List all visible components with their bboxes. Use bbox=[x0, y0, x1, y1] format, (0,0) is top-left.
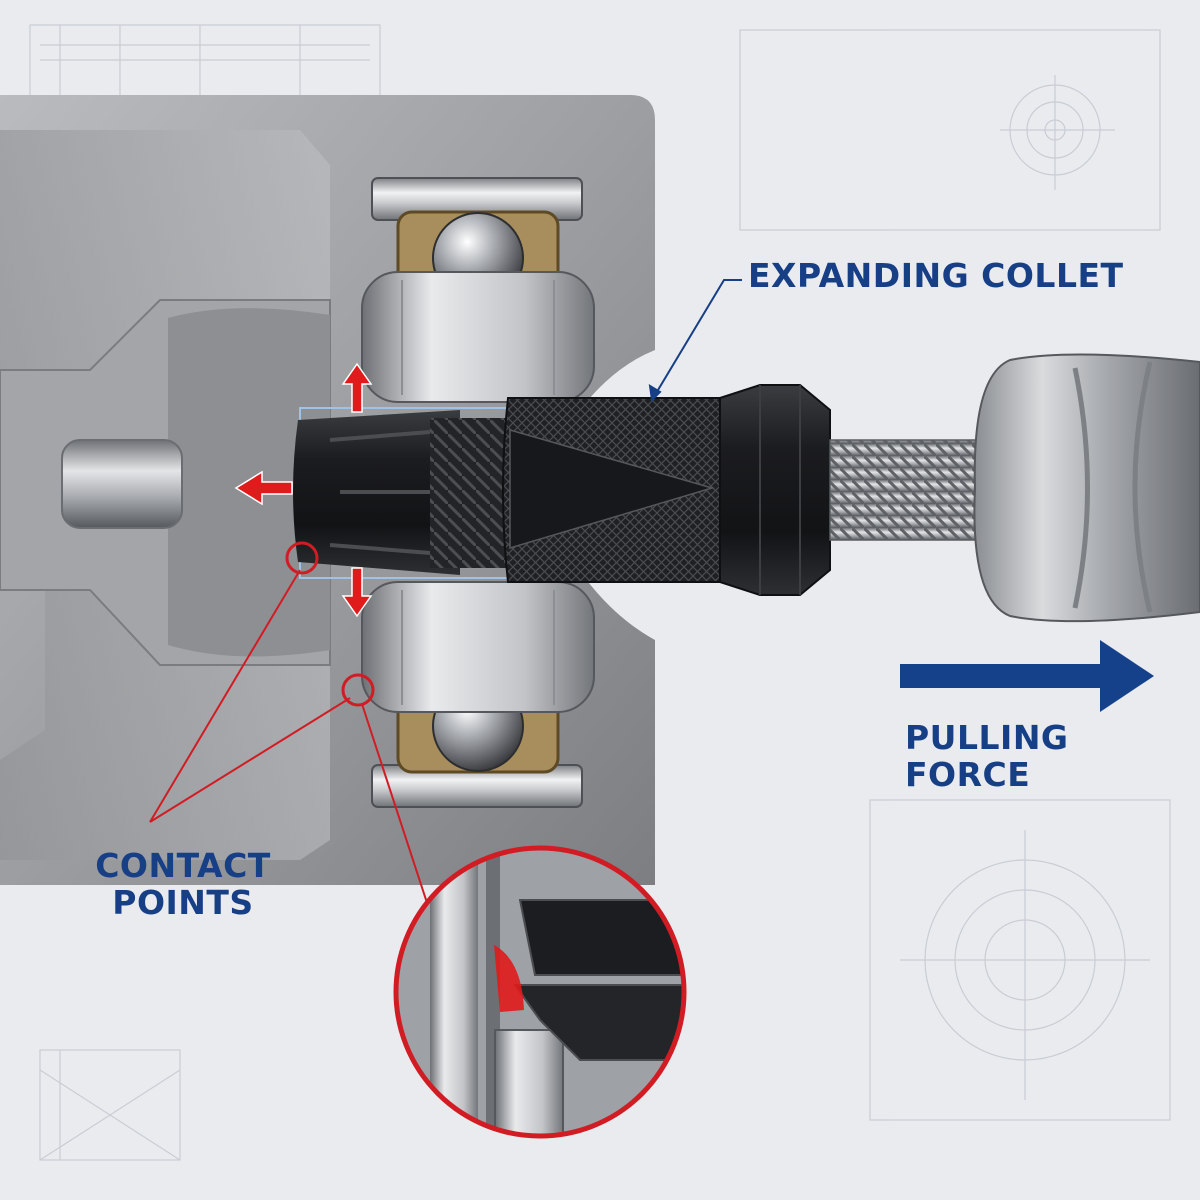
contact-marker-2 bbox=[341, 673, 375, 707]
expanding-collet bbox=[293, 384, 831, 596]
collet-leader-tip bbox=[648, 384, 662, 403]
expansion-arrow-up bbox=[341, 362, 373, 413]
expanding-collet-label: EXPANDING COLLET bbox=[748, 256, 1124, 295]
zoom-leader bbox=[361, 703, 431, 913]
hex-nut bbox=[719, 384, 831, 596]
zoom-detail bbox=[393, 845, 687, 1139]
contact-points-label: CONTACT POINTS bbox=[72, 846, 294, 922]
zoom-ring bbox=[393, 845, 687, 1139]
inner-race-top bbox=[361, 271, 595, 403]
slide-hammer bbox=[829, 353, 1200, 623]
hex-nut-edge bbox=[759, 385, 801, 595]
inner-race-bottom bbox=[361, 581, 595, 713]
collet-taper-cone bbox=[509, 429, 715, 550]
blueprint-background bbox=[29, 24, 1171, 1161]
leader-lines bbox=[149, 279, 742, 913]
threaded-rod bbox=[829, 439, 981, 541]
blue-arrow-right-icon bbox=[900, 640, 1154, 712]
contact-marker-1 bbox=[285, 541, 319, 575]
circle-marker-icon bbox=[285, 541, 375, 707]
contact-points-line-2: POINTS bbox=[112, 882, 254, 922]
contact-leader-2 bbox=[149, 697, 351, 823]
contact-points-line-1: CONTACT bbox=[95, 846, 271, 885]
expansion-arrow-left bbox=[234, 470, 293, 506]
contact-leader-1 bbox=[149, 569, 301, 823]
race-groove bbox=[401, 280, 555, 705]
ball-bearing bbox=[361, 177, 595, 808]
red-arrow-icon bbox=[234, 362, 373, 618]
pulling-force-label: PULLING FORCE bbox=[905, 718, 1069, 794]
handle-groove bbox=[1072, 361, 1153, 613]
shaft-stub bbox=[61, 439, 183, 529]
collet-leader bbox=[651, 279, 742, 401]
expansion-arrow-down bbox=[341, 567, 373, 618]
